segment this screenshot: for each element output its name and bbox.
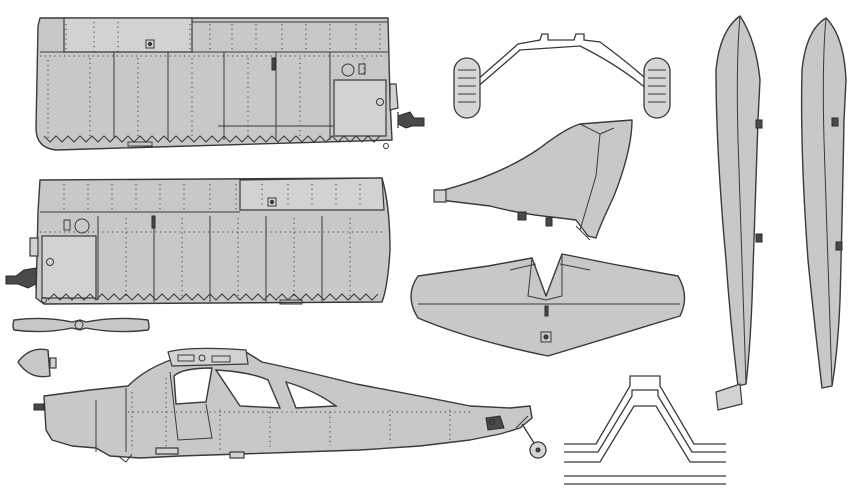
wing-panel-lower (5, 177, 391, 305)
gear-wire-straight (564, 475, 726, 485)
wing-strut-left (715, 15, 763, 411)
wing-panel-upper (35, 17, 425, 151)
vertical-tail (433, 119, 633, 241)
spinner (17, 348, 57, 378)
main-landing-gear (453, 33, 671, 119)
gear-wire-bent (564, 375, 726, 463)
wing-strut-right (800, 17, 847, 389)
propeller (12, 317, 150, 333)
horizontal-stabilizer (410, 253, 686, 357)
fuselage (33, 347, 547, 463)
